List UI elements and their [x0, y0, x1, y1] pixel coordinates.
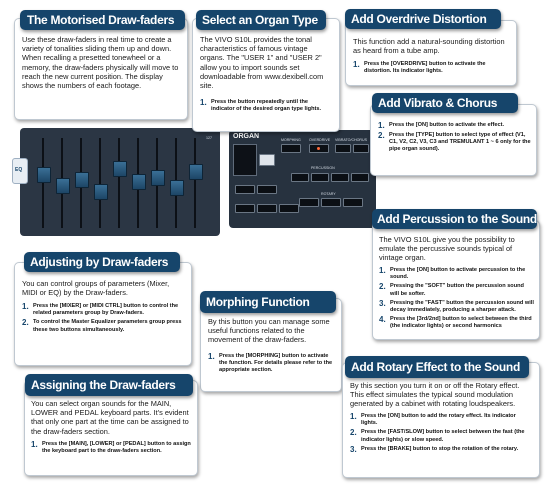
assigning-text: You can select organ sounds for the MAIN…: [31, 399, 189, 436]
overdrive-steps: 1.Press the [OVERDRIVE] button to activa…: [353, 60, 510, 77]
draw-fader-knob[interactable]: [37, 166, 52, 183]
organ-type-steps: 1.Press the button repeatedly until the …: [200, 98, 333, 115]
fader-track: [42, 138, 45, 228]
morphing-steps: 1.Press the [MORPHING] button to activat…: [208, 353, 335, 377]
draw-fader-knob[interactable]: [188, 163, 203, 180]
rotary-text: By this section you turn it on or off th…: [350, 381, 520, 409]
rotary-step: 3.Press the [BRAKE] button to stop the r…: [350, 444, 519, 454]
percussion-fast-button[interactable]: [331, 173, 349, 182]
rotary-title: Add Rotary Effect to the Sound: [345, 356, 529, 378]
rotary-steps: 1.Press the [ON] button to add the rotar…: [350, 412, 533, 456]
adjusting-title: Adjusting by Draw-faders: [24, 252, 180, 272]
draw-fader-knob[interactable]: [150, 169, 165, 186]
overdrive-step: 1.Press the [OVERDRIVE] button to activa…: [353, 60, 486, 75]
draw-fader-knob[interactable]: [75, 172, 90, 189]
percussion-step: 1.Press the [ON] button to activate perc…: [379, 266, 526, 281]
midi-ctrl-button[interactable]: [257, 185, 277, 194]
adjusting-steps: 1.Press the [MIXER] or [MIDI CTRL] butto…: [22, 302, 185, 336]
percussion-step: 4.Press the [3rd/2nd] button to select b…: [379, 315, 532, 330]
fader-scale-value: 127: [206, 136, 212, 140]
morphing-step: 1.Press the [MORPHING] button to activat…: [208, 352, 333, 374]
draw-fader-knob[interactable]: [131, 174, 146, 191]
organ-type-display: [233, 144, 257, 176]
assigning-step: 1.Press the [MAIN], [LOWER] or [PEDAL] b…: [31, 440, 191, 455]
vibrato-steps: 1.Press the [ON] button to activate the …: [378, 122, 531, 156]
vibrato-step: 2.Press the [TYPE] button to select type…: [378, 131, 531, 153]
organ-control-panel: ORGAN MORPHING OVERDRIVE VIBRATO/CHORUS …: [229, 130, 376, 228]
organ-type-step: 1.Press the button repeatedly until the …: [200, 98, 322, 113]
percussion-on-button[interactable]: [291, 173, 309, 182]
morphing-text: By this button you can manage some usefu…: [208, 317, 330, 345]
organ-type-title: Select an Organ Type: [196, 10, 326, 30]
assigning-steps: 1.Press the [MAIN], [LOWER] or [PEDAL] b…: [31, 440, 192, 457]
rotary-box: By this section you turn it on or off th…: [342, 362, 540, 478]
overdrive-label: OVERDRIVE: [309, 138, 331, 142]
vibrato-on-button[interactable]: [335, 144, 351, 153]
percussion-label: PERCUSSION: [311, 166, 335, 170]
adjusting-step: 2.To control the Master Equalizer parame…: [22, 318, 182, 333]
draw-fader-panel: EQ 127: [12, 128, 220, 236]
organ-label: ORGAN: [233, 133, 260, 140]
fader-track: [193, 138, 196, 228]
overdrive-led: [317, 147, 320, 150]
rotary-fast-slow-button[interactable]: [321, 198, 341, 207]
fader-track: [99, 138, 102, 228]
percussion-step: 3.Pressing the "FAST" button the percuss…: [379, 298, 534, 314]
eq-side-tab: EQ: [12, 158, 28, 184]
vibrato-chorus-label: VIBRATO/CHORUS: [335, 138, 368, 142]
overdrive-box: This function add a natural-sounding dis…: [345, 20, 517, 86]
overdrive-text: This function add a natural-sounding dis…: [353, 37, 505, 56]
percussion-third-button[interactable]: [351, 173, 369, 182]
draw-fader-knob[interactable]: [56, 177, 71, 194]
organ-type-button[interactable]: [259, 154, 275, 166]
morphing-button[interactable]: [281, 144, 301, 153]
percussion-steps: 1.Press the [ON] button to activate perc…: [379, 266, 534, 333]
morphing-title: Morphing Function: [200, 291, 336, 313]
percussion-text: The VIVO S10L give you the possibility t…: [379, 235, 515, 263]
overdrive-title: Add Overdrive Distortion: [345, 9, 501, 29]
assigning-box: You can select organ sounds for the MAIN…: [24, 380, 198, 476]
draw-fader-knob[interactable]: [113, 160, 127, 177]
pedal-button[interactable]: [279, 204, 299, 213]
motorised-text: Use these draw-faders in real time to cr…: [22, 35, 179, 91]
motorised-title: The Motorised Draw-faders: [20, 10, 185, 30]
mixer-button[interactable]: [235, 185, 255, 194]
morphing-label: MORPHING: [281, 138, 301, 142]
vibrato-step: 1.Press the [ON] button to activate the …: [378, 121, 504, 130]
vibrato-box: 1.Press the [ON] button to activate the …: [370, 104, 537, 176]
main-button[interactable]: [235, 204, 255, 213]
percussion-soft-button[interactable]: [311, 173, 329, 182]
adjusting-text: You can control groups of parameters (Mi…: [22, 279, 170, 298]
draw-fader-knob[interactable]: [169, 179, 184, 196]
adjusting-step: 1.Press the [MIXER] or [MIDI CTRL] butto…: [22, 302, 179, 317]
percussion-step: 2.Pressing the "SOFT" button the percuss…: [379, 282, 524, 297]
percussion-box: The VIVO S10L give you the possibility t…: [372, 220, 540, 340]
overdrive-button[interactable]: [309, 144, 329, 153]
fader-tracks: [34, 136, 204, 232]
rotary-on-button[interactable]: [299, 198, 319, 207]
adjusting-box: You can control groups of parameters (Mi…: [14, 262, 192, 366]
motorised-box: Use these draw-faders in real time to cr…: [14, 18, 188, 120]
organ-type-text: The VIVO S10L provides the tonal charact…: [200, 35, 324, 91]
lower-button[interactable]: [257, 204, 277, 213]
organ-type-box: The VIVO S10L provides the tonal charact…: [192, 18, 340, 132]
percussion-title: Add Percussion to the Sound: [372, 209, 537, 229]
assigning-title: Assigning the Draw-faders: [25, 374, 193, 396]
vibrato-type-button[interactable]: [353, 144, 369, 153]
vibrato-title: Add Vibrato & Chorus: [372, 93, 518, 113]
rotary-label: ROTARY: [321, 192, 336, 196]
draw-fader-knob[interactable]: [94, 183, 109, 200]
fader-track: [118, 138, 120, 228]
rotary-step: 2.Press the [FAST/SLOW] button to select…: [350, 428, 525, 443]
rotary-step: 1.Press the [ON] button to add the rotar…: [350, 412, 516, 427]
rotary-brake-button[interactable]: [343, 198, 363, 207]
